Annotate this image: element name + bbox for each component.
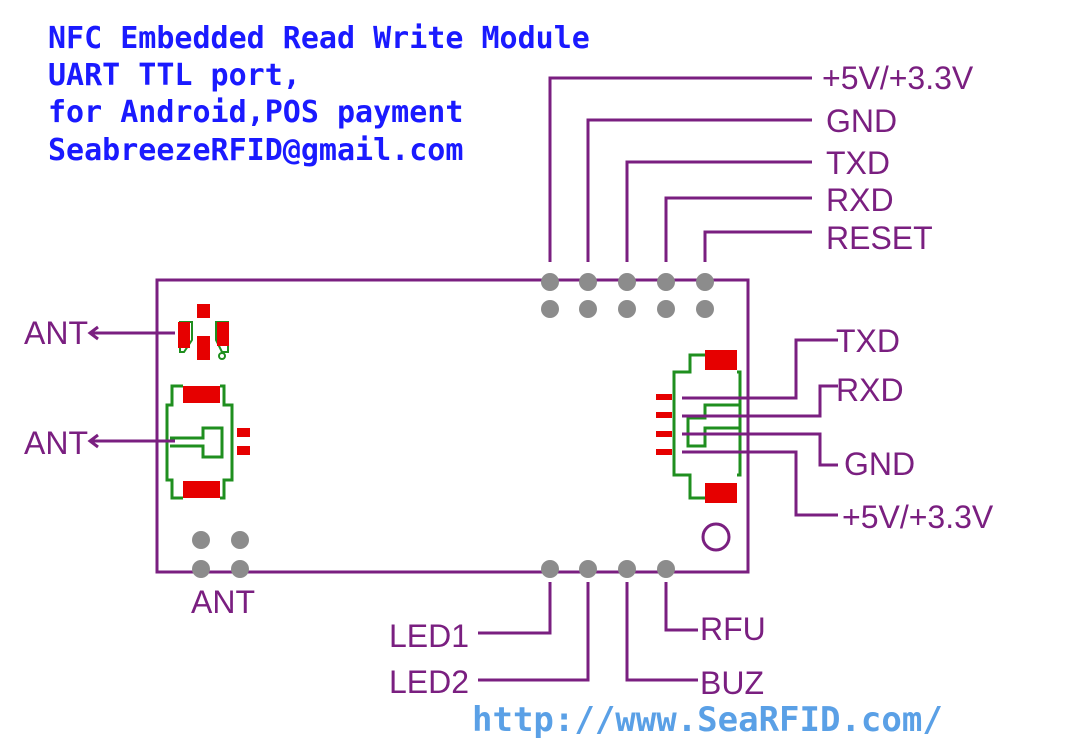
copper-pad	[705, 483, 737, 503]
copper-pad	[656, 394, 672, 400]
title-line-1: NFC Embedded Read Write Module	[48, 21, 590, 56]
wire-rfu	[664, 582, 698, 632]
wire-reset-top	[703, 230, 812, 262]
pad	[231, 531, 249, 549]
title-line-2: UART TTL port,	[48, 58, 301, 93]
copper-pad	[705, 350, 737, 370]
right-pin-label-power: +5V/+3.3V	[842, 499, 994, 535]
pad	[618, 273, 636, 291]
copper-pad	[197, 304, 210, 318]
pad	[541, 560, 559, 578]
silk-outline	[220, 384, 234, 500]
pad	[618, 560, 636, 578]
pad	[231, 560, 249, 578]
board-outline	[155, 278, 750, 574]
right-pin-label-gnd: GND	[844, 446, 915, 482]
copper-pad	[656, 431, 672, 437]
right-pin-label-txd: TXD	[836, 323, 900, 359]
top-pin-label-txd: TXD	[826, 145, 890, 181]
silk-outline	[737, 370, 742, 477]
ant-label-upper: ANT	[24, 315, 88, 351]
title-line-4: SeabreezeRFID@gmail.com	[48, 133, 463, 168]
wire-buz	[625, 582, 698, 682]
silk-inner	[170, 426, 224, 459]
pad	[579, 273, 597, 291]
right-connector-wires	[682, 338, 838, 517]
copper-pad	[656, 412, 672, 418]
top-header-wires	[548, 76, 812, 262]
ant-label-middle: ANT	[24, 425, 88, 461]
pin1-marker	[218, 352, 226, 360]
bottom-pin-label-rfu: RFU	[700, 611, 766, 647]
wire-rxd-top	[664, 196, 812, 262]
copper-pad	[237, 446, 250, 455]
wire-led2	[478, 582, 590, 682]
pad	[657, 560, 675, 578]
pad	[192, 531, 210, 549]
wire-txd-right	[682, 338, 838, 400]
pad	[696, 300, 714, 318]
wire-led1	[478, 582, 552, 635]
copper-pad	[656, 449, 672, 455]
pad	[541, 300, 559, 318]
pad	[657, 273, 675, 291]
top-pin-label-gnd: GND	[826, 103, 897, 139]
silk-outline	[672, 353, 705, 500]
wire-txd-top	[625, 160, 812, 262]
wire-gnd-right	[682, 432, 838, 467]
pad	[192, 560, 210, 578]
copper-pad	[183, 386, 220, 403]
top-pin-label-rxd: RXD	[826, 182, 894, 218]
website-url: http://www.SeaRFID.com/	[472, 700, 943, 740]
bottom-pin-label-led1: LED1	[389, 618, 469, 654]
antenna-component-upper	[178, 304, 229, 360]
right-pin-label-rxd: RXD	[836, 372, 904, 408]
wire-power-top	[548, 76, 812, 262]
copper-pad	[237, 428, 250, 437]
pad	[657, 300, 675, 318]
pad	[541, 273, 559, 291]
wire-gnd-top	[586, 118, 812, 262]
wire-power-right	[682, 450, 838, 517]
pad	[579, 560, 597, 578]
bottom-pads	[541, 560, 675, 578]
silk-inner	[686, 403, 740, 448]
title-line-3: for Android,POS payment	[48, 95, 463, 130]
copper-pad	[197, 336, 210, 360]
wire-rxd-right	[682, 384, 838, 418]
arrow-icon	[87, 325, 99, 341]
bottom-pin-label-buz: BUZ	[700, 665, 764, 701]
right-connector	[656, 350, 742, 552]
antenna-component-lower	[165, 384, 250, 500]
top-pin-label-power: +5V/+3.3V	[822, 60, 974, 96]
ant-pads-bottom	[192, 531, 249, 578]
pad	[618, 300, 636, 318]
mounting-hole	[701, 522, 731, 552]
bottom-pin-label-led2: LED2	[389, 664, 469, 700]
copper-pad	[178, 322, 190, 348]
copper-pad	[183, 481, 220, 498]
bottom-wires	[478, 582, 698, 682]
top-pin-label-reset: RESET	[826, 220, 933, 256]
copper-pad	[217, 322, 229, 346]
pad	[696, 273, 714, 291]
antenna-arrows	[87, 325, 175, 449]
top-header-pads	[541, 273, 714, 318]
pad	[579, 300, 597, 318]
ant-label-bottom: ANT	[191, 584, 255, 620]
arrow-icon	[87, 433, 99, 449]
